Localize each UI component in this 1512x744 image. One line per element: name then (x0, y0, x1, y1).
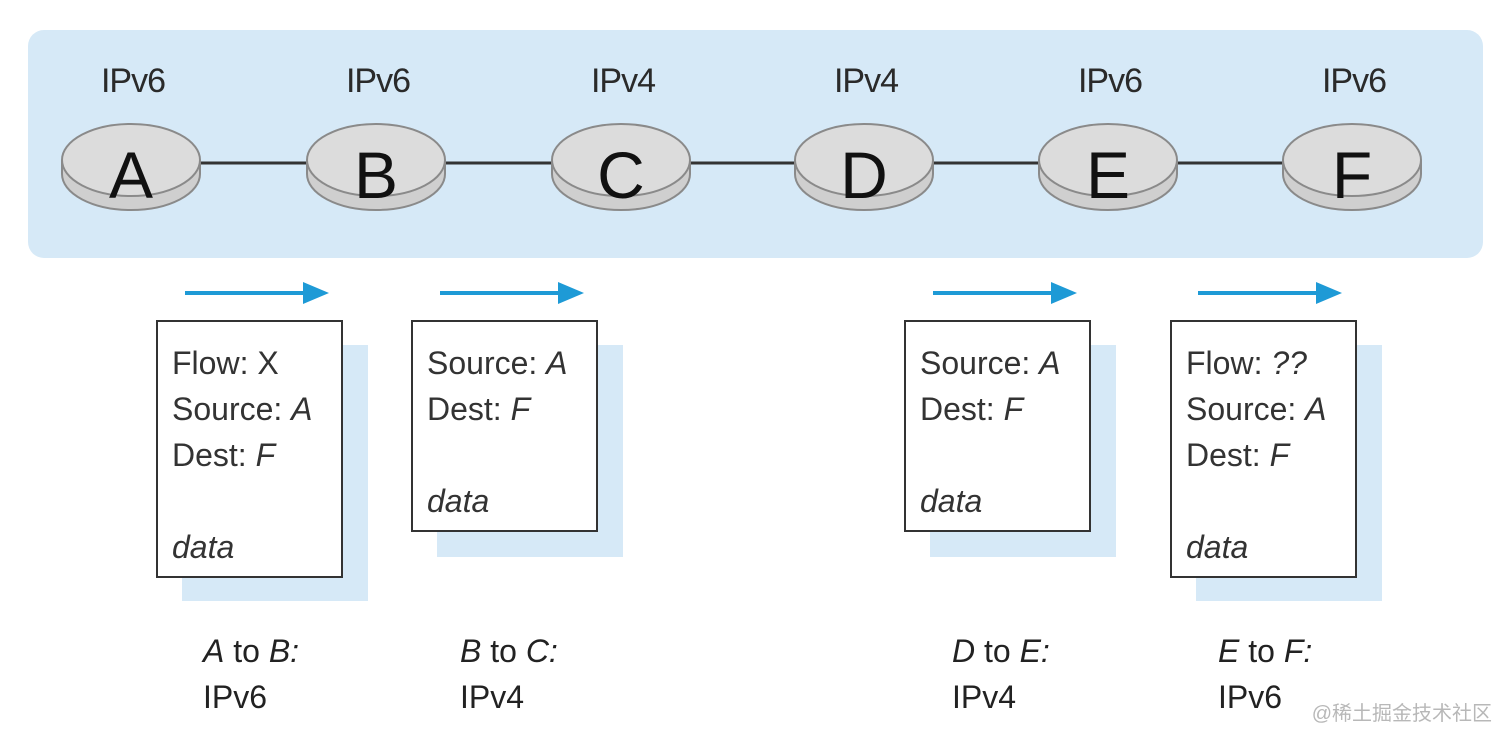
router-label: D (840, 138, 888, 212)
data-field: data (1186, 529, 1249, 565)
watermark: @稀土掘金技术社区 (1311, 703, 1492, 725)
router-icon (61, 123, 201, 211)
flow-field: Flow: X (172, 345, 279, 381)
data-field: data (920, 483, 983, 519)
hop-label-e-to-f: E to F: IPv6 (1218, 633, 1313, 715)
packet-a-to-b: Flow: X Source: A Dest: F data (156, 320, 343, 578)
router-icon (1038, 123, 1178, 211)
arrow-right-icon (1198, 282, 1342, 304)
data-field: data (172, 529, 235, 565)
packet-e-to-f: Flow: ?? Source: A Dest: F data (1170, 320, 1357, 578)
router-label: E (1085, 138, 1131, 212)
router-f-protocol: IPv6 (1321, 62, 1387, 100)
hop-label-a-to-b: A to B: IPv6 (203, 633, 300, 715)
arrow-right-icon (933, 282, 1077, 304)
arrow-right-icon (440, 282, 584, 304)
router-e: E (1037, 122, 1179, 212)
router-b: B (305, 122, 447, 212)
hop-label-d-to-e: D to E: IPv4 (952, 633, 1050, 715)
dest-field: Dest: F (1186, 437, 1290, 473)
router-b-protocol: IPv6 (345, 62, 411, 100)
router-label: B (353, 138, 399, 212)
router-a: A (60, 122, 202, 212)
source-field: Source: A (920, 345, 1061, 381)
dest-field: Dest: F (172, 437, 276, 473)
router-icon (551, 123, 691, 211)
router-f: F (1281, 122, 1423, 212)
router-icon (794, 123, 934, 211)
router-c: C (550, 122, 692, 212)
data-field: data (427, 483, 490, 519)
arrow-right-icon (185, 282, 329, 304)
router-c-protocol: IPv4 (590, 62, 656, 100)
router-label: C (597, 138, 645, 212)
source-field: Source: A (427, 345, 568, 381)
router-d-protocol: IPv4 (833, 62, 899, 100)
router-label: F (1331, 138, 1373, 212)
flow-field: Flow: ?? (1186, 345, 1307, 381)
packet-b-to-c: Source: A Dest: F data (411, 320, 598, 532)
source-field: Source: A (1186, 391, 1327, 427)
packet-d-to-e: Source: A Dest: F data (904, 320, 1091, 532)
router-label: A (108, 138, 154, 212)
dest-field: Dest: F (920, 391, 1024, 427)
source-field: Source: A (172, 391, 313, 427)
router-a-protocol: IPv6 (100, 62, 166, 100)
dest-field: Dest: F (427, 391, 531, 427)
router-e-protocol: IPv6 (1077, 62, 1143, 100)
router-d: D (793, 122, 935, 212)
router-icon (1282, 123, 1422, 211)
ipv6-network-band (28, 30, 1483, 258)
hop-label-b-to-c: B to C: IPv4 (460, 633, 558, 715)
router-icon (306, 123, 446, 211)
